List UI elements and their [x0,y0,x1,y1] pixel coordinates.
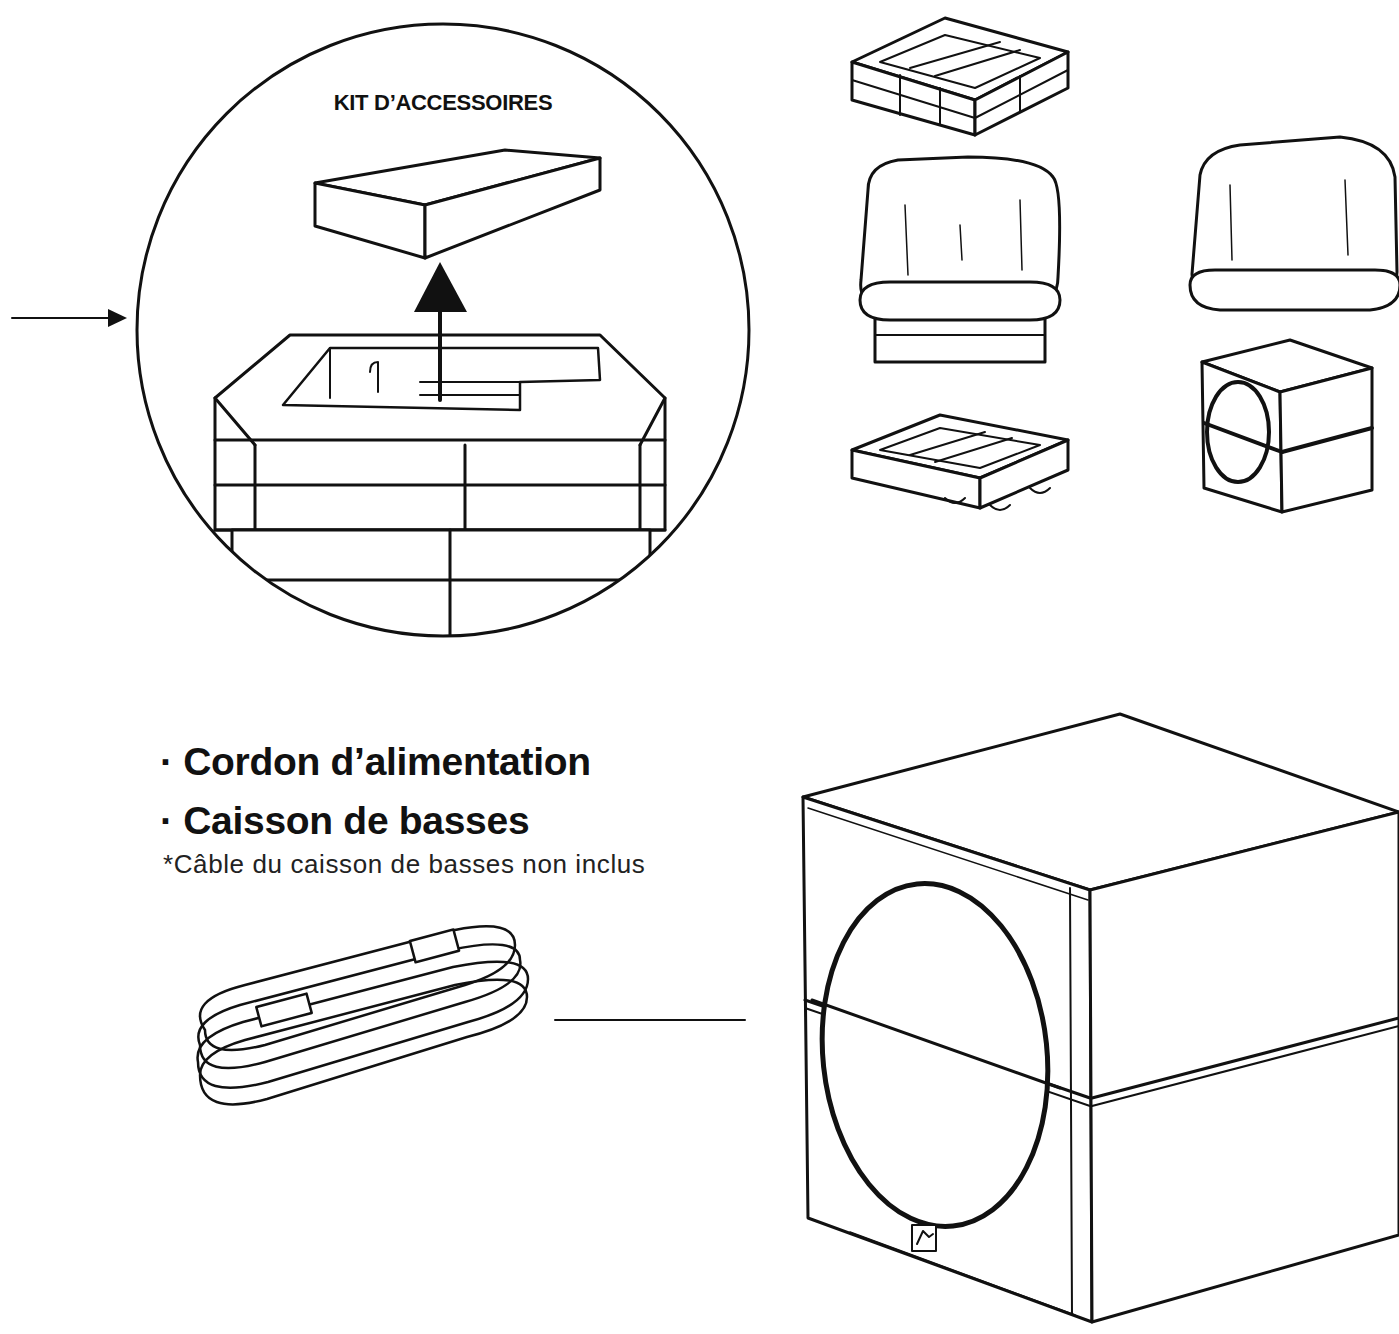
accessory-box-part [425,158,600,258]
subwoofer-part [1090,812,1399,1322]
plastic-bag-part [1190,270,1399,310]
foam-top-part [939,88,941,125]
foam-packaging-part [329,348,331,398]
foam-packaging-part [215,439,665,442]
node-outline [135,22,751,638]
subwoofer-part [912,1225,936,1251]
bagged-cube-part [1020,200,1022,270]
foam-packaging-part [464,445,467,530]
foam-packaging-part [640,398,665,445]
power-cord-part [410,929,459,962]
item-label: · Caisson de basses [160,800,529,843]
bagged-cube [860,157,1060,362]
foam-packaging-part [639,445,642,530]
small-subwoofer-part [1207,382,1269,482]
foam-top-part [935,50,1020,76]
power-cord-part [200,926,515,1050]
plastic-bag-part [1345,180,1348,255]
bagged-cube-part [875,334,1045,336]
foam-bottom-part [935,438,1012,462]
bagged-cube-part [960,225,962,260]
lift-arrow [414,262,467,400]
accessory-box [315,150,600,258]
foam-top-part [1019,76,1021,112]
small-subwoofer [1202,340,1372,512]
foam-top-part [910,42,1000,68]
lift-arrow-part [438,300,442,400]
foam-packaging-part [449,530,452,660]
subwoofer-part [812,1000,1060,1088]
foam-packaging-part [215,398,255,445]
foam-bottom-part [910,432,985,455]
small-subwoofer-part [1280,368,1372,512]
subwoofer-part [1070,888,1072,1315]
leader-line-part [555,1019,745,1021]
bagged-cube-part [905,205,908,275]
subwoofer-part [917,1231,933,1244]
foam-bottom-part [945,488,1050,510]
foam-top [852,18,1068,135]
note-text: *Câble du caisson de basses non inclus [163,850,645,879]
foam-bottom-part [880,428,1040,468]
accessory-box-part [315,183,425,258]
power-cord-part [200,980,527,1105]
zoom-circle: KIT D’ACCESSOIRES [135,22,751,638]
foam-packaging-part [420,381,520,383]
subwoofer-part [1092,1018,1399,1098]
foam-top-part [852,80,975,118]
foam-top-part [880,35,1040,88]
lift-arrow-part [414,262,467,312]
subwoofer-part [1092,1026,1399,1106]
small-subwoofer-part [1202,362,1282,512]
plastic-bag [1190,137,1399,310]
subwoofer-part [806,872,1065,1238]
kit-title: KIT D’ACCESSOIRES [135,92,751,114]
bagged-cube-part [860,282,1060,320]
leader-line [555,1019,745,1022]
foam-top-part [975,70,1068,118]
subwoofer-part [803,797,1092,1322]
subwoofer [803,714,1399,1322]
foam-packaging-part [232,530,650,660]
foam-packaging-part [232,579,650,582]
foam-packaging-part [420,394,520,396]
small-subwoofer-part [1204,423,1282,452]
foam-bottom [852,415,1068,510]
foam-packaging-part [215,484,665,487]
pointer-arrow [12,309,127,327]
foam-packaging-part [370,362,378,392]
power-cord-part [256,994,311,1027]
foam-packaging-part [254,445,257,530]
pointer-arrow-part [12,317,110,319]
outline-shape [137,24,749,636]
subwoofer-part [850,1232,1075,1315]
foam-top-part [899,75,901,115]
pointer-arrow-part [108,309,127,327]
small-subwoofer-part [1282,428,1372,452]
power-cord [198,926,528,1104]
item-label: · Cordon d’alimentation [160,741,591,784]
plastic-bag-part [1230,185,1232,260]
